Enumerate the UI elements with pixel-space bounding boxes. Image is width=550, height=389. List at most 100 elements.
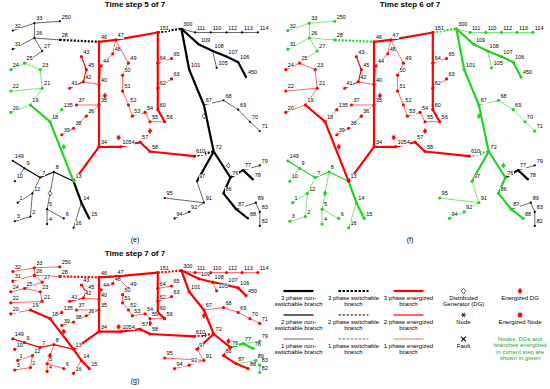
bus-node [472,43,475,46]
node-number: 45 [88,285,95,291]
legend-line [284,290,314,292]
node-number: 38 [75,121,82,127]
bus-node [9,68,12,71]
bus-node [41,281,44,284]
bus-node [33,37,35,39]
node-number: 4 [49,365,53,371]
node-number: 5 [49,357,53,363]
node-number: 101 [191,285,201,291]
network-branch [337,105,374,135]
node-number: 34 [101,140,108,146]
bus-node [212,332,215,335]
bus-node [121,89,124,92]
node-number: 108 [489,44,499,50]
bus-node [170,77,173,80]
bus-node [225,31,227,33]
node-number: 22 [287,84,294,90]
node-number: 42 [85,291,92,297]
node-number: 51 [399,84,406,90]
node-number: 33 [36,16,43,22]
node-number: 15 [91,212,98,218]
network-branch [288,38,317,51]
bus-node [284,111,287,114]
dg-diamond [117,135,121,140]
node-number: 106 [240,281,250,287]
node-number: 15 [91,362,98,368]
node-number: 89 [532,196,539,202]
bus-node [9,290,12,293]
node-number: 64 [159,56,166,62]
bus-node [468,31,471,34]
node-number: 10 [16,343,23,349]
bus-node [372,103,375,106]
bus-node [114,38,117,41]
legend-star [462,313,465,318]
bus-node [438,196,441,199]
node-number: 101 [466,63,476,69]
bus-node [72,320,75,323]
node-number: 87 [238,202,245,208]
bus-node [291,201,294,204]
node-number: 67 [481,98,488,104]
bus-node [72,227,74,229]
network-branch [425,121,440,122]
network-branch [123,63,150,121]
bus-node [193,155,196,158]
node-number: 91 [481,196,488,202]
bus-node [59,39,61,41]
node-number: 33 [36,261,43,267]
network-branch [499,178,524,219]
network-branch [288,161,349,182]
node-number: 50 [124,288,131,294]
bus-node [60,133,63,136]
node-number: 450 [523,70,533,76]
node-number: 42 [360,75,367,81]
node-number: 71 [536,124,543,130]
node-number: 78 [255,173,262,179]
bus-node [97,276,100,279]
bus-node [33,274,36,277]
node-number: 3 [16,214,20,220]
bus-node [14,180,16,182]
node-number: 25 [301,56,308,62]
node-number: 31 [289,42,296,48]
bus-node [372,83,375,86]
node-number: 101 [191,63,201,69]
panel-title: Time step 6 of 7 [275,1,545,9]
bus-node [80,55,83,58]
node-number: 52 [405,98,412,104]
node-number: 105 [218,61,228,67]
dg-diamond [202,114,206,119]
bus-node [402,62,405,65]
bus-node [468,155,471,158]
bus-node [23,62,26,65]
network-branch [238,288,246,296]
bus-node [497,99,500,102]
node-number: 41 [71,295,78,301]
bus-node [111,52,114,55]
node-number: 24 [287,63,294,69]
node-number: 1 [294,196,298,202]
node-number: 37 [78,98,85,104]
bus-node [321,208,324,211]
network-branch [236,203,260,226]
node-number: 97 [199,343,206,349]
network-branch [34,23,59,40]
node-number: 1054 [122,325,135,331]
bus-node [235,208,237,210]
bus-node [215,289,218,292]
bus-node [23,287,26,290]
bus-node [148,150,151,153]
node-number: 105 [493,61,503,67]
node-number: 95 [166,191,173,197]
node-number: 55 [152,312,159,318]
legend-text: 2 phase energized branch [382,319,435,332]
node-number: 33 [311,16,318,22]
node-number: 71 [261,124,268,130]
bus-node [286,159,289,162]
node-number: 57 [142,322,149,328]
bus-node [516,31,519,34]
node-number: 9 [26,161,30,167]
node-number: 25 [26,282,33,288]
network-branch [25,51,43,63]
